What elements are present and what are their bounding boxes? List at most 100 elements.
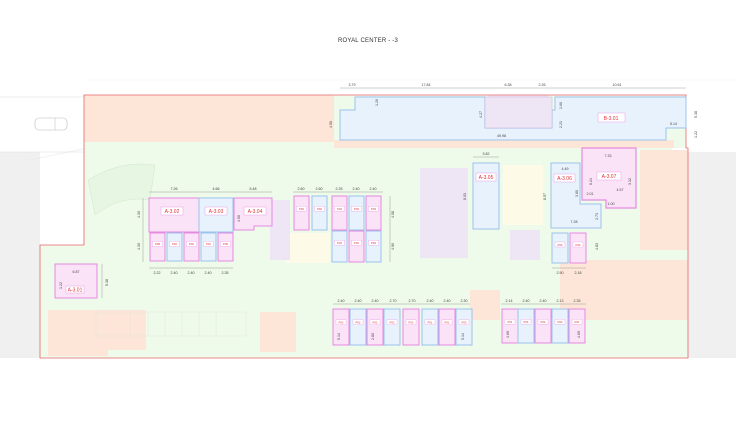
unit-tag [554, 319, 566, 325]
dim: 7.33 [605, 154, 612, 158]
parking-unit[interactable] [332, 308, 350, 346]
unit-tag [203, 241, 214, 247]
parking-unit[interactable] [421, 308, 439, 346]
parking-unit[interactable] [331, 230, 348, 263]
unit-label: P02 [541, 320, 546, 324]
parking-unit[interactable] [455, 308, 473, 346]
dim: 4.27 [479, 111, 483, 118]
parking-unit[interactable] [348, 195, 365, 231]
dim: 4.90 [391, 243, 395, 250]
unit-label: P02 [337, 241, 342, 245]
dim: 2.70 [409, 299, 416, 303]
parking-unit[interactable] [365, 195, 382, 231]
parking-unit[interactable] [402, 308, 420, 346]
parking-unit[interactable] [293, 195, 310, 231]
unit-a-3-07[interactable]: A-3.07 7.33 6.24 3.32 2.01 4.57 1.00 [581, 147, 637, 209]
parking-unit[interactable] [366, 308, 384, 346]
unit-label: P04 [524, 320, 529, 324]
unit-label: A-3.04 [248, 209, 263, 215]
parking-unit[interactable] [349, 308, 367, 346]
parking-unit[interactable] [534, 308, 552, 344]
parking-unit[interactable] [348, 230, 365, 263]
dim: 2.60 [298, 187, 305, 191]
dim: 2.40 [188, 271, 195, 275]
unit-label: B-3.01 [604, 116, 619, 122]
parking-unit[interactable] [438, 308, 456, 346]
parking-unit[interactable] [166, 232, 183, 262]
parking-unit[interactable] [568, 308, 586, 344]
dim: 4.50 [237, 215, 241, 222]
unit-a-3-06[interactable]: A-3.06 4.49 8.57 3.80 7.28 3.73 [543, 162, 602, 229]
parking-unit[interactable] [569, 232, 587, 264]
dim: 2.22 [154, 271, 161, 275]
unit-tag [572, 241, 584, 248]
parking-unit[interactable] [200, 232, 217, 262]
unit-tag [169, 241, 180, 247]
dim: 4.69 [577, 331, 581, 338]
unit-label: P02 [339, 321, 344, 325]
unit-label: P02 [354, 207, 359, 211]
dim: 4.83 [595, 243, 599, 250]
dim: 2.40 [523, 299, 530, 303]
unit-label: A-3.01 [68, 288, 83, 294]
unit-label: A-3.02 [165, 209, 180, 215]
unit-label: A-3.07 [602, 174, 617, 180]
unit-a-3-01[interactable]: 6.87 1.22 A-3.01 5.38 [54, 263, 109, 299]
parking-unit[interactable] [551, 232, 569, 264]
unit-label: P02 [373, 321, 378, 325]
unit-tag [220, 241, 231, 247]
unit-b-3-01[interactable]: B-3.01 [339, 96, 687, 141]
dim: 1.00 [608, 202, 615, 206]
dim: 2.13 [557, 299, 564, 303]
dim: 5.14 [337, 333, 341, 340]
unit-tag [504, 319, 516, 325]
unit-a-3-05[interactable]: A-3.05 3.82 8.03 [463, 152, 500, 230]
unit-label: P02 [354, 241, 359, 245]
unit-label: P02 [558, 320, 563, 324]
dim: 2.40 [171, 271, 178, 275]
top-dimension-row: 3.79 17.84 6.38 2.26 10.61 [340, 83, 686, 89]
parking-unit[interactable] [217, 232, 234, 262]
unit-tag [424, 319, 436, 325]
dim: 2.70 [390, 299, 397, 303]
unit-label: P03 [371, 241, 376, 245]
parking-unit[interactable] [331, 195, 348, 231]
left-unit-group: A-3.02 A-3.03 A-3.04 4.50 7.26 4.66 5.48… [137, 187, 273, 275]
unit-tag [458, 319, 470, 325]
unit-label: P01 [428, 321, 433, 325]
unit-tag [152, 241, 163, 247]
unit-label: P08 [155, 242, 160, 246]
dim: 4.69 [506, 331, 510, 338]
dim: 2.40 [205, 271, 212, 275]
unit-tag [335, 319, 347, 325]
parking-unit[interactable] [183, 232, 200, 262]
dim: 17.84 [422, 83, 431, 87]
unit-label: P02 [189, 242, 194, 246]
parking-unit[interactable] [517, 308, 535, 344]
car-icon [34, 117, 68, 131]
unit-label: P02 [356, 321, 361, 325]
unit-tag [368, 240, 379, 246]
parking-unit[interactable] [551, 308, 569, 344]
unit-tag [554, 241, 566, 248]
dim: 3.82 [483, 152, 490, 156]
unit-label: P02 [337, 207, 342, 211]
dim: 3.32 [628, 178, 632, 185]
dim: 4.30 [137, 243, 141, 250]
parking-unit[interactable] [501, 308, 519, 344]
dim: 2.26 [539, 83, 546, 87]
parking-unit[interactable] [149, 232, 166, 262]
unit-tag [368, 206, 379, 212]
dim: 3.79 [349, 83, 356, 87]
parking-unit[interactable] [311, 195, 328, 231]
parking-unit[interactable] [383, 308, 401, 346]
dim: 8.57 [543, 193, 547, 200]
dim: 1.60 [559, 102, 563, 109]
drawing-title: ROYAL CENTER - -3 [337, 38, 399, 44]
dim: 4.50 [329, 121, 333, 128]
unit-tag [369, 319, 381, 325]
parking-unit[interactable] [365, 230, 382, 263]
